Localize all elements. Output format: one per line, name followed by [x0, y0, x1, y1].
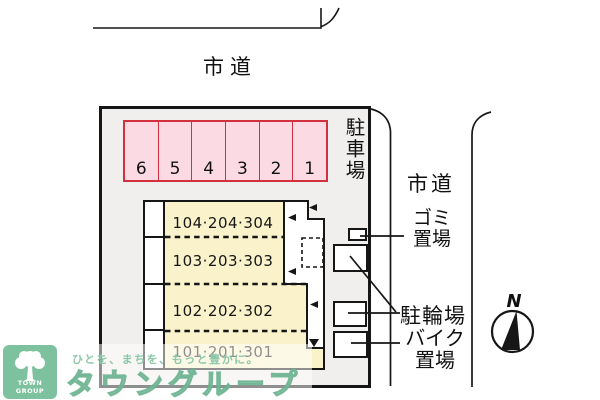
motorcycle-parking-label: バイク 置場 [400, 327, 470, 371]
compass-north-label: N [506, 291, 522, 312]
garbage-area-box [348, 228, 367, 241]
motorcycle-label-line1: バイク [405, 326, 465, 350]
motorcycle-label-line2: 置場 [415, 348, 455, 372]
parking-space: 6 [125, 122, 159, 180]
garbage-label-line1: ゴミ [412, 207, 451, 229]
parking-space: 3 [226, 122, 260, 180]
parking-space: 1 [293, 122, 326, 180]
parking-space: 2 [260, 122, 294, 180]
compass-icon [490, 309, 535, 354]
motorcycle-parking-box [333, 331, 368, 358]
bicycle-parking-box-lower [333, 301, 367, 327]
parking-spaces-row: 6 5 4 3 2 1 [123, 120, 328, 182]
garbage-label-line2: 置場 [412, 228, 451, 250]
bicycle-parking-box-upper [333, 244, 368, 272]
tree-icon [15, 351, 45, 381]
north-needle [501, 311, 520, 350]
parking-space-number: 6 [135, 159, 147, 179]
top-road-label: 市道 [203, 55, 257, 79]
garbage-area-label: ゴミ 置場 [404, 208, 460, 250]
parking-space-number: 5 [169, 159, 181, 179]
parking-space-number: 2 [270, 159, 282, 179]
parking-space-number: 4 [203, 159, 215, 179]
bicycle-parking-label: 駐輪場 [400, 304, 466, 328]
parking-space: 4 [192, 122, 227, 180]
room-numbers-row: 103·203·303 [172, 252, 274, 270]
logo-company-name: TOWN GROUP [15, 379, 45, 395]
town-group-logo: TOWN GROUP [3, 345, 57, 399]
parking-space-number: 1 [304, 159, 316, 179]
watermark-brand-name: タウングループ [65, 366, 303, 400]
parking-space-number: 3 [236, 159, 248, 179]
top-road-edge [93, 7, 340, 29]
room-numbers-row: 104·204·304 [172, 214, 274, 232]
parking-space: 5 [159, 122, 193, 180]
room-numbers-row: 102·202·302 [172, 302, 274, 320]
side-road-label: 市道 [407, 172, 455, 196]
parking-lot-label: 駐車場 [342, 117, 365, 182]
